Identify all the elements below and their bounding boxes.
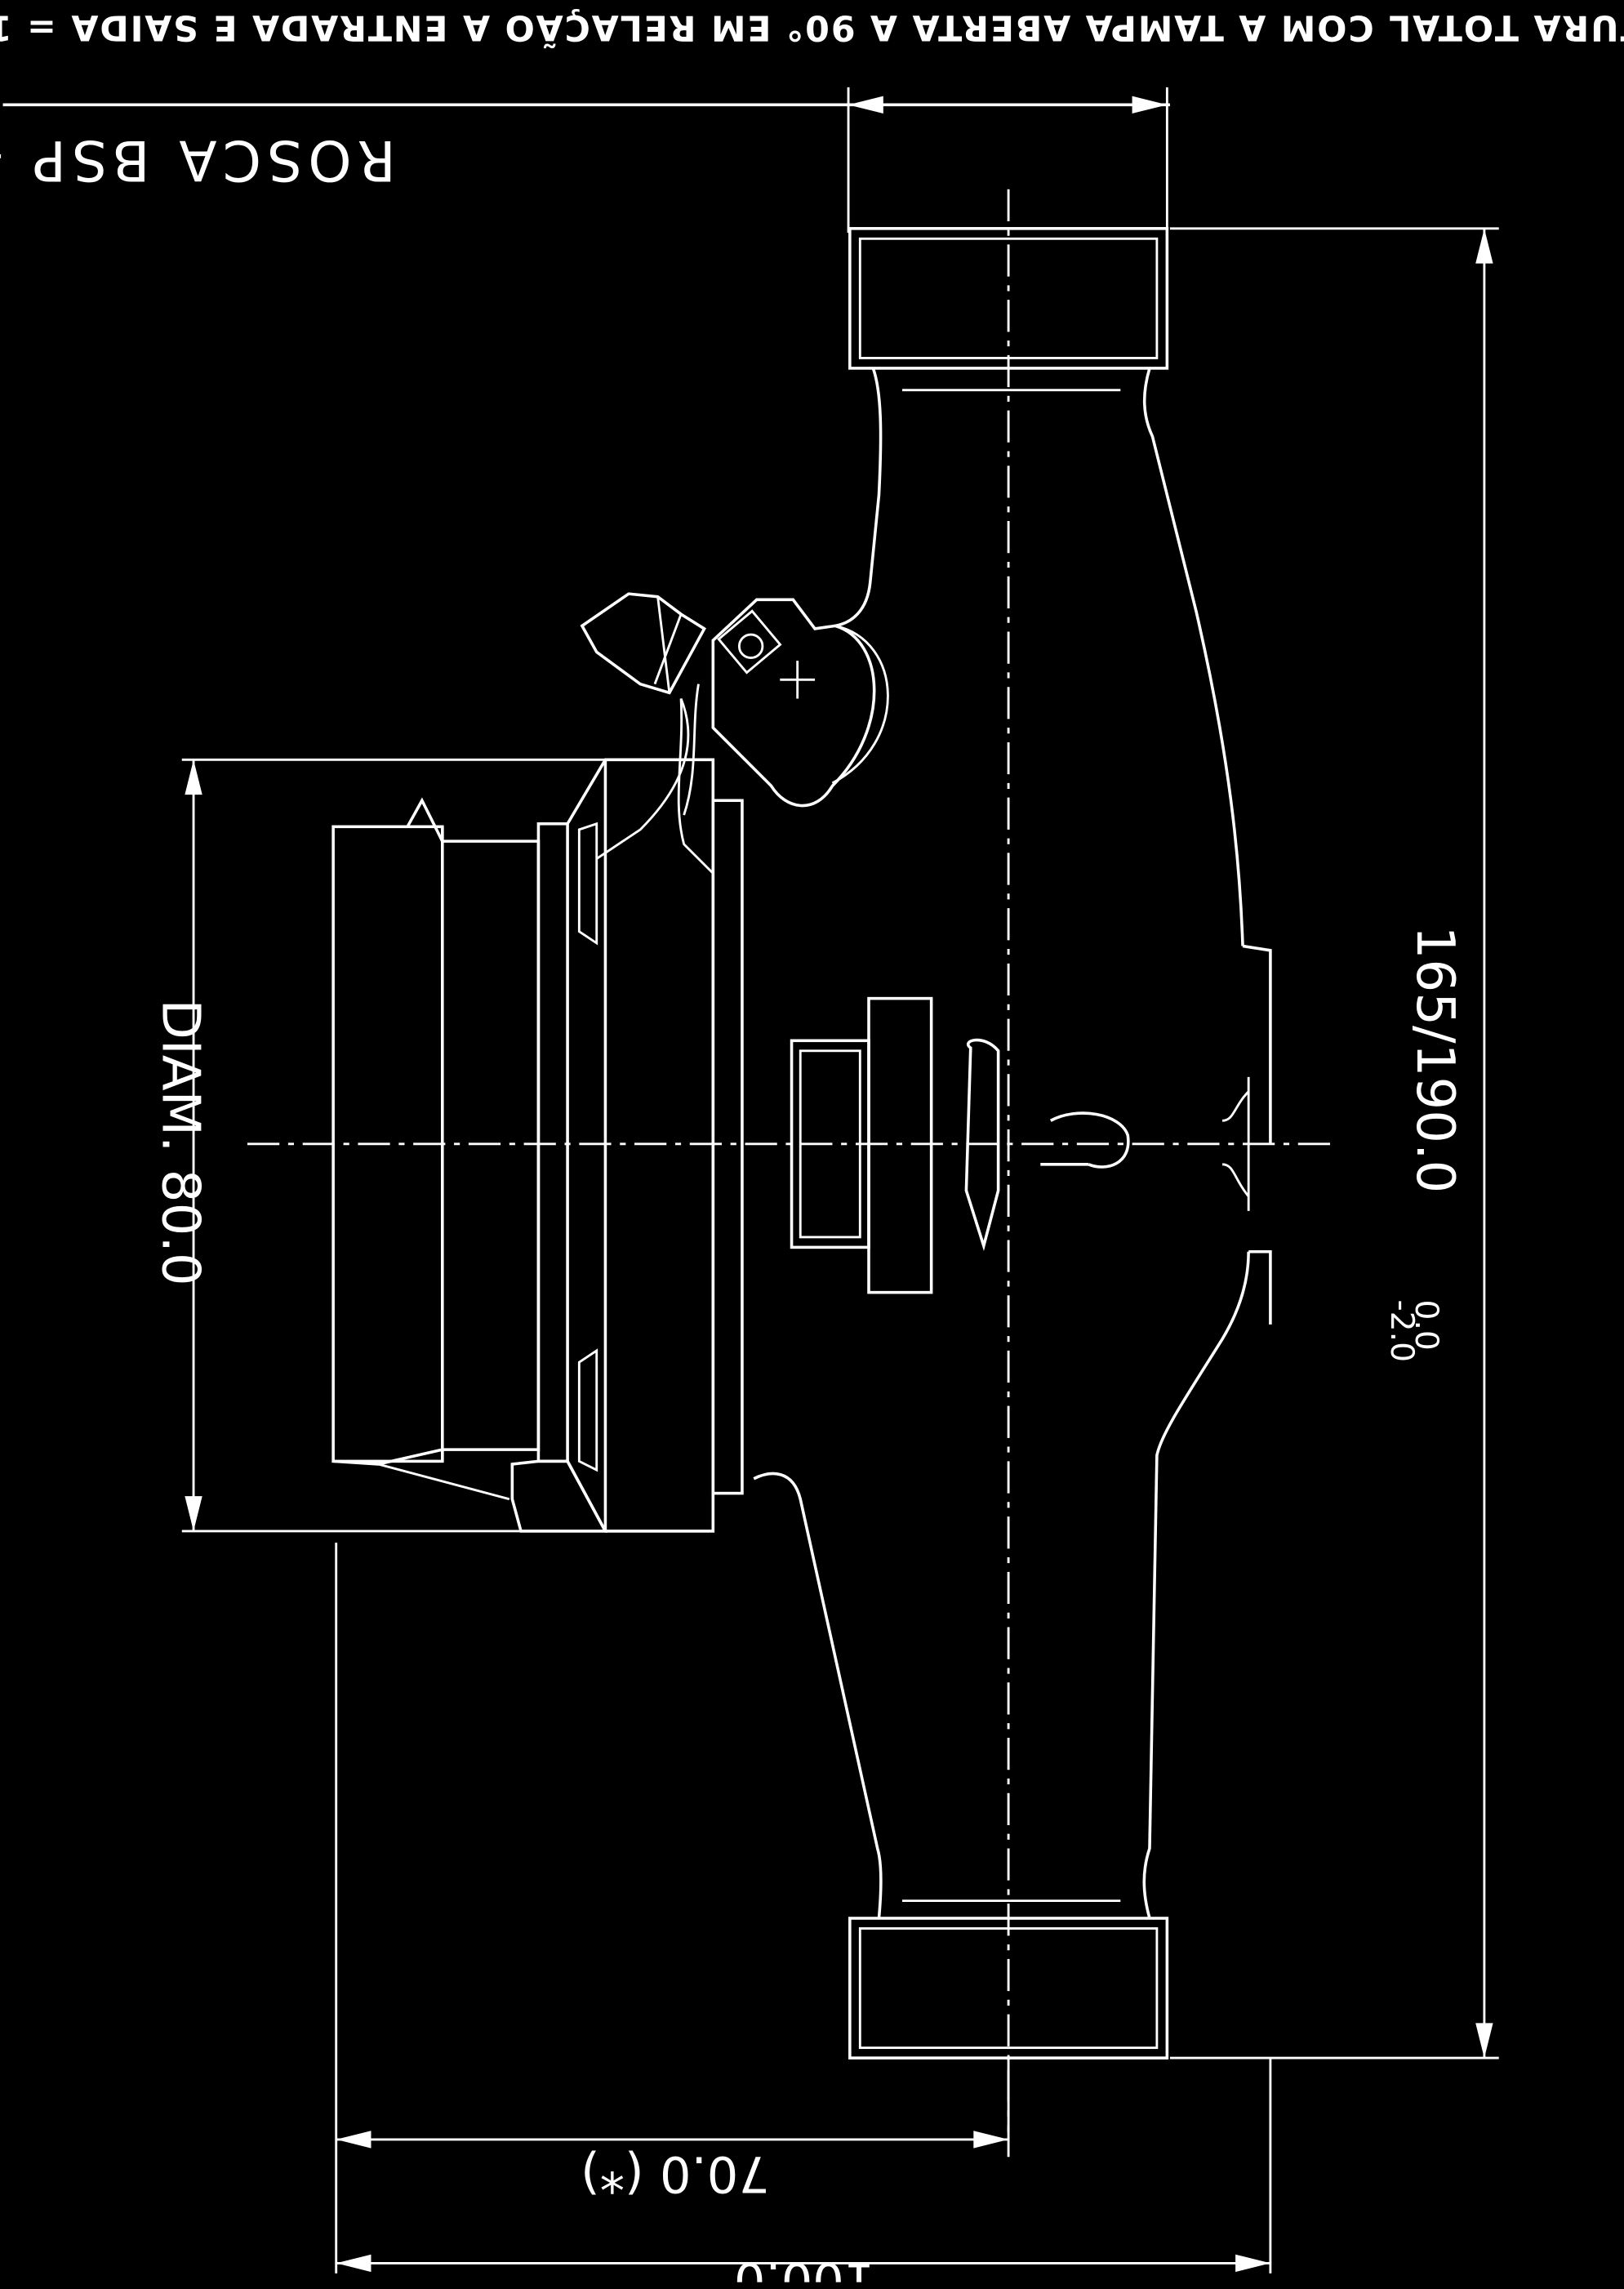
thread-spec: ROSCA BSP – 3/4" e 1"	[0, 128, 396, 193]
dim-arrow-height-cover	[336, 2131, 1009, 2149]
seal-housing	[711, 598, 889, 808]
meter-number-mark	[1040, 1111, 1130, 1169]
dim-arrow-diameter	[185, 759, 202, 1531]
inlet-fitting	[848, 227, 1169, 370]
meter-body	[753, 227, 1272, 2060]
dim-length-tol-upper: 0.0	[1408, 1300, 1444, 1351]
dim-length-main: 165/190.0	[1404, 926, 1466, 1194]
dim-arrow-length	[1475, 228, 1493, 2059]
dim-diameter: DIAM. 80.0	[150, 999, 211, 1285]
lead-seal	[580, 592, 706, 695]
dim-height-total: 100.0	[734, 2251, 875, 2282]
register-assembly	[331, 758, 744, 1533]
seal-wire	[595, 684, 714, 875]
title-note: * ALTURA TOTAL COM A TAMPA ABERTA A 90° …	[0, 7, 1624, 49]
dim-arrow-top	[848, 96, 1168, 114]
flow-arrow	[964, 1038, 1000, 1252]
seal-block	[790, 996, 933, 1294]
dim-arrow-height-total	[336, 2254, 1270, 2273]
dim-length-tol-lower: -2.0	[1383, 1300, 1420, 1362]
dim-height-cover: 70.0 (*)	[581, 2144, 770, 2202]
